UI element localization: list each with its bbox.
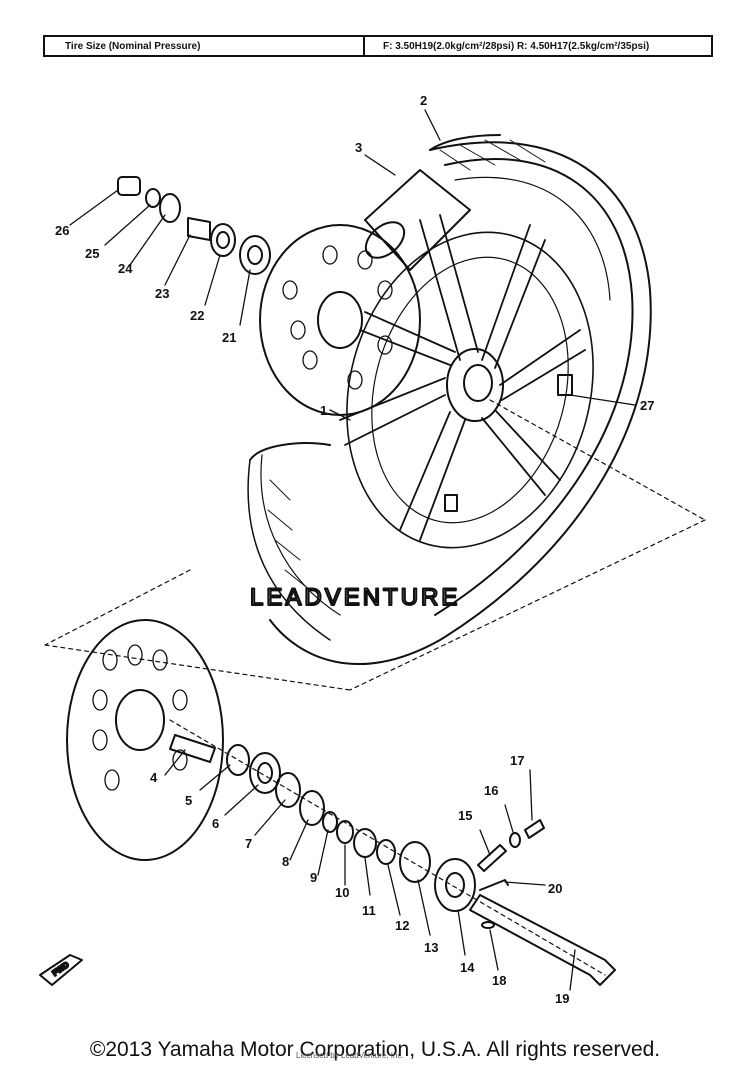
tire-spec-values: F: 3.50H19(2.0kg/cm²/28psi) R: 4.50H17(2… xyxy=(383,40,650,52)
part-number: 26 xyxy=(55,223,69,238)
part-number: 8 xyxy=(282,854,289,869)
part-number: 16 xyxy=(484,783,498,798)
part-number: 14 xyxy=(460,960,475,975)
part-number: 17 xyxy=(510,753,524,768)
part-number: 11 xyxy=(362,903,376,918)
spokes xyxy=(339,214,586,541)
part-number: 22 xyxy=(190,308,204,323)
leader-lines xyxy=(69,109,636,991)
hub xyxy=(446,348,504,422)
rim xyxy=(346,231,594,549)
part-number: 13 xyxy=(424,940,438,955)
part-number: 6 xyxy=(212,816,219,831)
tire-spec-label: Tire Size (Nominal Pressure) xyxy=(45,37,365,55)
part-number: 19 xyxy=(555,991,569,1006)
part-number: 15 xyxy=(458,808,472,823)
fwd-badge: FWD xyxy=(39,954,83,986)
part-number: 18 xyxy=(492,973,506,988)
part-number: 21 xyxy=(222,330,236,345)
part-number: 2 xyxy=(420,93,427,108)
part-number: 12 xyxy=(395,918,409,933)
part-number: 5 xyxy=(185,793,192,808)
fender-bracket xyxy=(364,169,471,271)
tire xyxy=(247,134,652,665)
part-number: 1 xyxy=(320,403,327,418)
part-number: 10 xyxy=(335,885,349,900)
tread-marks xyxy=(267,139,546,591)
part-number: 20 xyxy=(548,881,562,896)
guide-lines xyxy=(44,399,706,976)
tire-spec-box: Tire Size (Nominal Pressure) F: 3.50H19(… xyxy=(43,35,713,57)
part-number: 27 xyxy=(640,398,654,413)
part-number: 4 xyxy=(150,770,158,785)
copyright-notice: ©2013 Yamaha Motor Corporation, U.S.A. A… xyxy=(89,1038,661,1061)
svg-text:FWD: FWD xyxy=(51,960,71,978)
lower-brake-disc xyxy=(66,619,224,861)
upper-hardware xyxy=(117,176,271,275)
part-number: 25 xyxy=(85,246,99,261)
balance-weight xyxy=(557,374,573,396)
part-number: 23 xyxy=(155,286,169,301)
part-number: 24 xyxy=(118,261,133,276)
part-number: 3 xyxy=(355,140,362,155)
license-notice: Licensed by LeadVenture, Inc. xyxy=(296,1051,404,1060)
watermark: LEADVENTURE xyxy=(250,584,460,611)
part-number: 7 xyxy=(245,836,252,851)
part-numbers: 1 2 3 4 5 6 7 8 9 10 11 12 13 14 15 16 1… xyxy=(55,93,654,1006)
part-number: 9 xyxy=(310,870,317,885)
lower-hardware xyxy=(169,734,616,986)
upper-brake-disc xyxy=(259,224,421,416)
valve-stem xyxy=(444,494,458,512)
